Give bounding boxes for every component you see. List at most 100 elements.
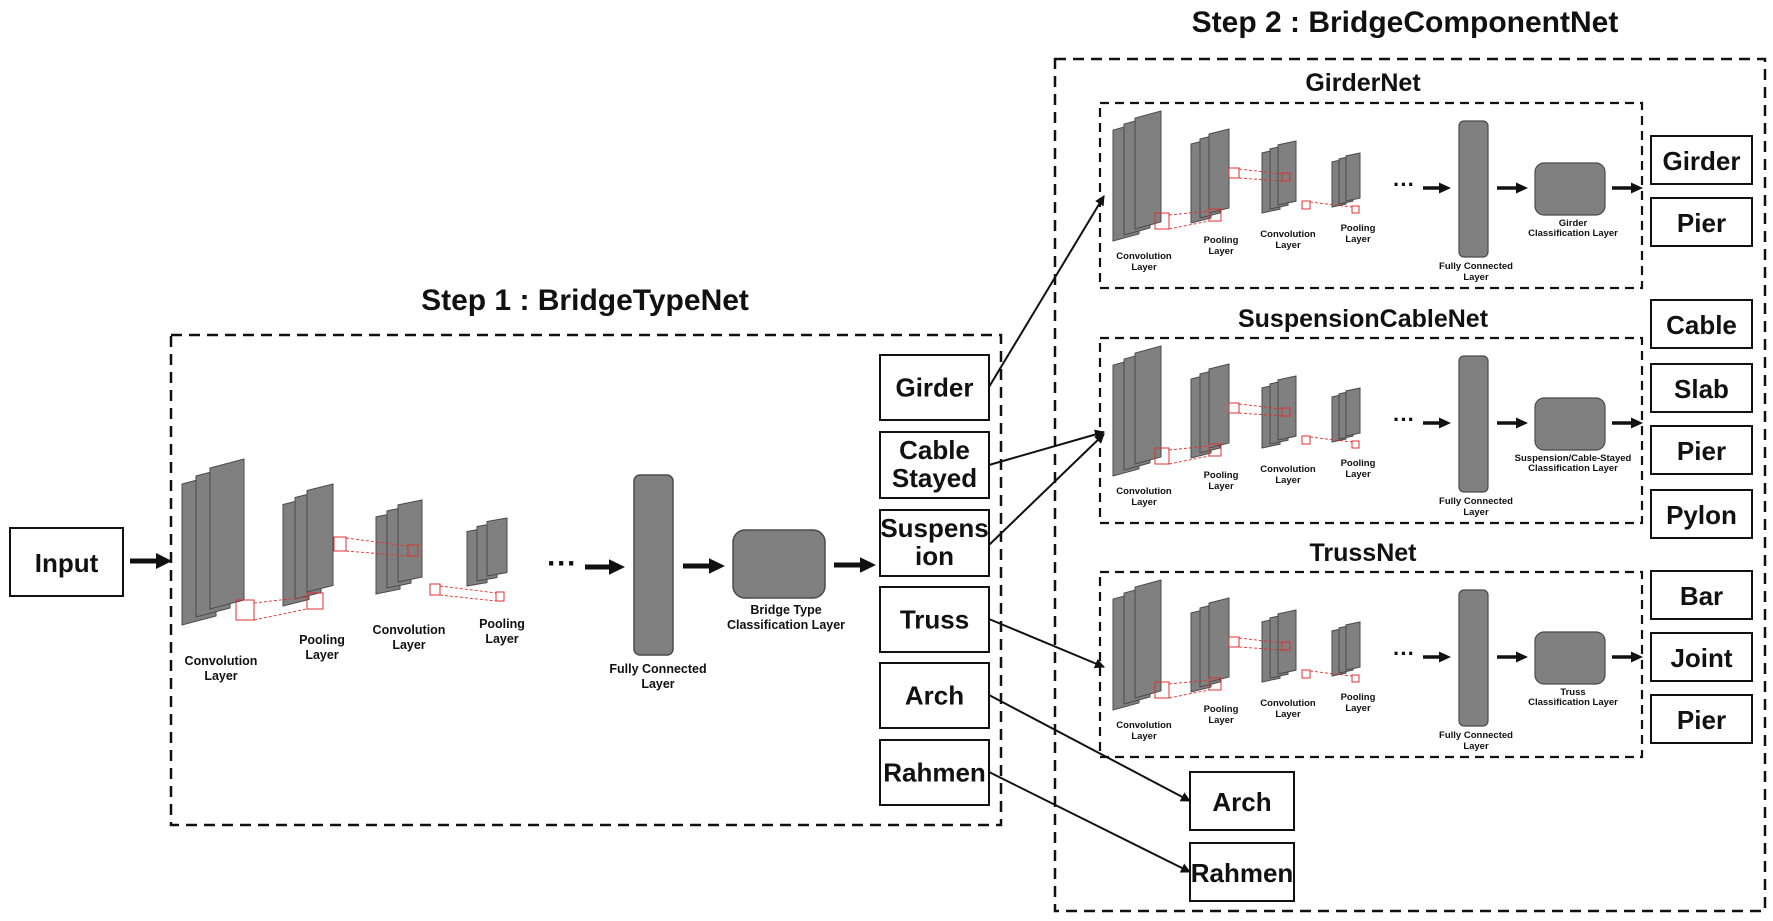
output-box-frame <box>1650 363 1753 413</box>
connector-suspension <box>988 433 1105 546</box>
net-girder-kernel-link <box>1309 201 1353 208</box>
net-girder-fc-label-line: Fully Connected <box>1439 261 1513 272</box>
net-girder-classification-layer <box>1534 162 1606 216</box>
net-girder-pool2-stack <box>1331 152 1361 208</box>
net-suspension-cable-arrow-to-fc <box>1423 417 1451 429</box>
net-girder-kernel <box>1281 172 1291 182</box>
net-girder-ellipsis: ··· <box>1393 172 1415 197</box>
type-box-frame <box>879 431 990 499</box>
net-girder-pool1-stack <box>1190 128 1230 224</box>
net-frame-truss <box>1098 570 1644 759</box>
step1-kernel-4 <box>407 544 419 557</box>
step1-kernel-2 <box>306 592 324 610</box>
net-suspension-cable-kernel-link <box>1238 412 1283 417</box>
step1-classification-layer <box>732 529 826 599</box>
type-box-frame <box>879 586 990 653</box>
net-girder-kernel <box>1351 205 1360 214</box>
net-truss-kernel-link <box>1168 689 1210 699</box>
output-box-frame <box>1650 694 1753 744</box>
direct-output-rahmen: Rahmen <box>1189 842 1295 902</box>
type-label-arch: Arch <box>905 681 964 711</box>
output-label: Pier <box>1677 705 1726 735</box>
net-truss-kernel <box>1154 681 1170 699</box>
net-suspension-cable-cls-label-line: Suspension/Cable-Stayed <box>1515 453 1632 464</box>
net-truss-ellipsis: ··· <box>1393 641 1415 666</box>
step1-pool1-label-line: Layer <box>305 648 338 662</box>
net-suspension-cable-classification-layer <box>1534 397 1606 451</box>
net-title-girder: GirderNet <box>1305 69 1421 97</box>
net-girder-conv1-label-line: Convolution <box>1116 251 1172 262</box>
connector-cable-stayed <box>988 429 1105 466</box>
net-truss-kernel <box>1301 669 1311 679</box>
type-label-suspension-line: ion <box>915 541 954 571</box>
net-girder-kernel-link <box>1168 210 1210 216</box>
output-box-truss-pier: Pier <box>1650 694 1753 744</box>
net-suspension-cable-fc-label-line: Fully Connected <box>1439 496 1513 507</box>
output-box-frame <box>1650 570 1753 620</box>
net-suspension-cable-kernel-link <box>1168 455 1210 465</box>
net-girder-conv2-label-line: Layer <box>1275 240 1301 251</box>
output-label: Joint <box>1670 643 1732 673</box>
net-suspension-cable-pool1-stack <box>1190 363 1230 459</box>
step1-conv2-label-line: Convolution <box>373 623 446 637</box>
output-box-frame <box>1650 299 1753 349</box>
net-truss-kernel <box>1281 641 1291 651</box>
net-suspension-cable-kernel <box>1301 435 1311 445</box>
output-box-frame <box>1650 425 1753 475</box>
net-suspension-cable-pool1-label-line: Layer <box>1208 481 1234 492</box>
output-box-girder-girder: Girder <box>1650 135 1753 185</box>
step1-kernel-1 <box>235 599 255 621</box>
net-girder-kernel <box>1208 208 1222 222</box>
net-truss-cls-label-line: Classification Layer <box>1528 697 1618 708</box>
net-truss-arrow-to-cls <box>1497 651 1528 663</box>
net-suspension-cable-fc-label-line: Layer <box>1463 507 1489 518</box>
net-suspension-cable-kernel-link <box>1168 445 1210 451</box>
step1-kernel-link <box>345 537 409 547</box>
net-girder-arrow-to-outputs <box>1612 182 1643 194</box>
input-label: Input <box>35 548 99 578</box>
net-girder-conv2-stack <box>1261 140 1297 214</box>
output-label: Girder <box>1662 146 1740 176</box>
connector-girder <box>988 195 1105 388</box>
type-label-truss-line: Truss <box>900 605 969 635</box>
net-truss-kernel <box>1228 636 1240 648</box>
net-truss-conv2-label-line: Layer <box>1275 709 1301 720</box>
type-label-arch-line: Arch <box>905 681 964 711</box>
direct-output-arch: Arch <box>1189 771 1295 831</box>
type-box-frame <box>879 509 990 577</box>
step1-conv1-label-line: Convolution <box>185 654 258 668</box>
net-girder-conv2-label-line: Convolution <box>1260 229 1316 240</box>
step1-kernel-5 <box>429 583 441 596</box>
step1-pool2-label-line: Pooling <box>479 617 525 631</box>
net-girder-fc-layer <box>1458 120 1489 258</box>
output-box-suspension-cable-pier: Pier <box>1650 425 1753 475</box>
step1-cls-label-line: Bridge Type <box>750 603 821 617</box>
step1-conv1-label-line: Layer <box>204 669 237 683</box>
net-suspension-cable-arrow-to-outputs <box>1612 417 1643 429</box>
net-girder-cls-label-line: Classification Layer <box>1528 228 1618 239</box>
input-box: Input <box>9 527 124 597</box>
connector-arch <box>988 694 1191 802</box>
net-girder-kernel-link <box>1238 177 1283 182</box>
direct-output-frame <box>1189 842 1295 902</box>
net-girder-pool2-stack-sheet <box>1345 152 1361 202</box>
net-suspension-cable-pool2-label-line: Pooling <box>1341 458 1376 469</box>
net-suspension-cable-conv2-stack <box>1261 375 1297 449</box>
